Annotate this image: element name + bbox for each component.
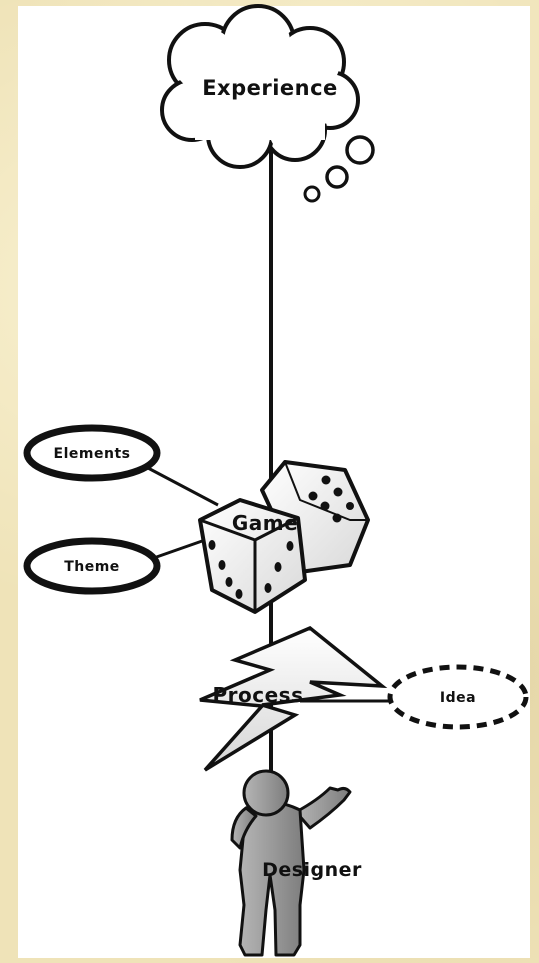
person-figure-icon — [230, 769, 352, 957]
connector-theme — [147, 538, 206, 562]
lightning-bolt-icon — [199, 625, 388, 772]
thought-cloud-icon — [160, 4, 375, 203]
theme-node — [23, 537, 161, 595]
connector-elements — [147, 466, 219, 507]
elements-label: Elements — [54, 446, 131, 462]
process-label: Process — [213, 683, 304, 707]
idea-node — [387, 664, 529, 730]
dice-icon — [198, 460, 370, 614]
elements-node — [23, 424, 161, 482]
designer-label: Designer — [262, 859, 362, 881]
idea-label: Idea — [440, 690, 476, 706]
game-label: Game — [232, 511, 298, 535]
theme-label: Theme — [64, 559, 120, 575]
experience-label: Experience — [202, 76, 338, 100]
